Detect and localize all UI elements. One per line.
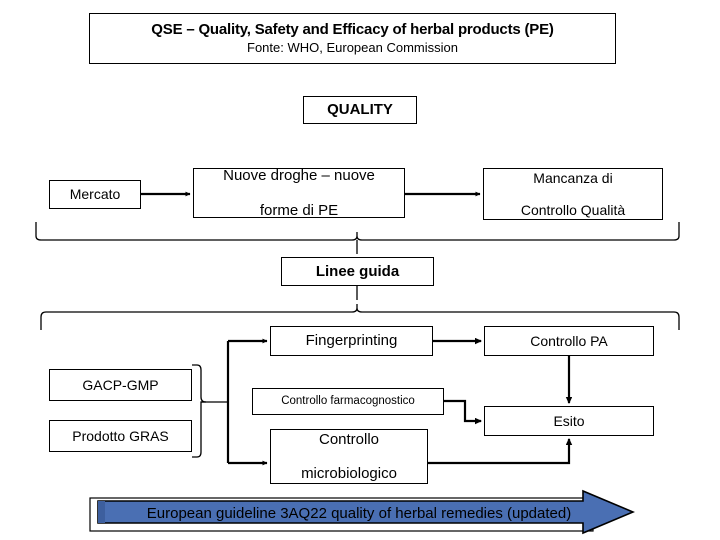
page-title: QSE – Quality, Safety and Efficacy of he… — [151, 20, 554, 38]
node-micro-line1: Controllo — [318, 430, 380, 448]
node-esito: Esito — [484, 406, 654, 436]
node-nuove-droghe-line1: Nuove droghe – nuove — [223, 167, 375, 185]
node-fingerprinting-label: Fingerprinting — [305, 332, 398, 350]
node-mancanza-line2: Controllo Qualità — [520, 202, 626, 219]
quality-label: QUALITY — [327, 101, 393, 119]
node-fingerprinting: Fingerprinting — [270, 326, 433, 356]
wire-microbiologico-to-esito — [428, 438, 573, 465]
node-linee-guida-label: Linee guida — [315, 262, 400, 280]
node-nuove-droghe-label: Nuove droghe – nuove forme di PE — [215, 167, 383, 219]
node-linee-guida: Linee guida — [281, 257, 434, 286]
node-micro-line2: microbiologico — [301, 465, 397, 483]
section-label-quality: QUALITY — [303, 96, 417, 124]
node-controllo-microbiologico-label: Controllo microbiologico — [293, 431, 405, 483]
brace-left-boxes — [192, 364, 228, 458]
node-controllo-pa-label: Controllo PA — [530, 332, 608, 349]
node-nuove-droghe: Nuove droghe – nuove forme di PE — [193, 167, 405, 219]
node-nuove-droghe-line2: forme di PE — [259, 201, 339, 219]
banner-arrow-left-strip — [98, 501, 105, 523]
brace-row1 — [35, 222, 680, 254]
banner-text: European guideline 3AQ22 quality of herb… — [146, 505, 572, 522]
wire-farmacognostico-to-esito — [444, 399, 482, 425]
node-mancanza-controllo-qualita: Mancanza di Controllo Qualità — [483, 168, 663, 220]
brace-row2 — [40, 286, 680, 330]
node-controllo-farmacognostico-label: Controllo farmacognostico — [281, 394, 415, 407]
node-esito-label: Esito — [553, 412, 585, 429]
node-gacp-gmp: GACP-GMP — [49, 369, 192, 401]
node-mercato-label: Mercato — [69, 186, 121, 203]
page-subtitle: Fonte: WHO, European Commission — [247, 40, 458, 56]
node-controllo-pa: Controllo PA — [484, 326, 654, 356]
banner-arrow-shape — [89, 489, 635, 535]
node-mercato: Mercato — [49, 180, 141, 209]
node-mancanza-line1: Mancanza di — [533, 169, 613, 186]
node-prodotto-gras: Prodotto GRAS — [49, 420, 192, 452]
node-mancanza-label: Mancanza di Controllo Qualità — [513, 170, 633, 218]
node-controllo-microbiologico: Controllo microbiologico — [270, 429, 428, 484]
node-controllo-farmacognostico: Controllo farmacognostico — [252, 388, 444, 415]
banner-arrow-fill — [97, 489, 635, 535]
title-box: QSE – Quality, Safety and Efficacy of he… — [89, 13, 616, 64]
node-prodotto-gras-label: Prodotto GRAS — [72, 427, 169, 444]
node-gacp-gmp-label: GACP-GMP — [82, 376, 159, 393]
